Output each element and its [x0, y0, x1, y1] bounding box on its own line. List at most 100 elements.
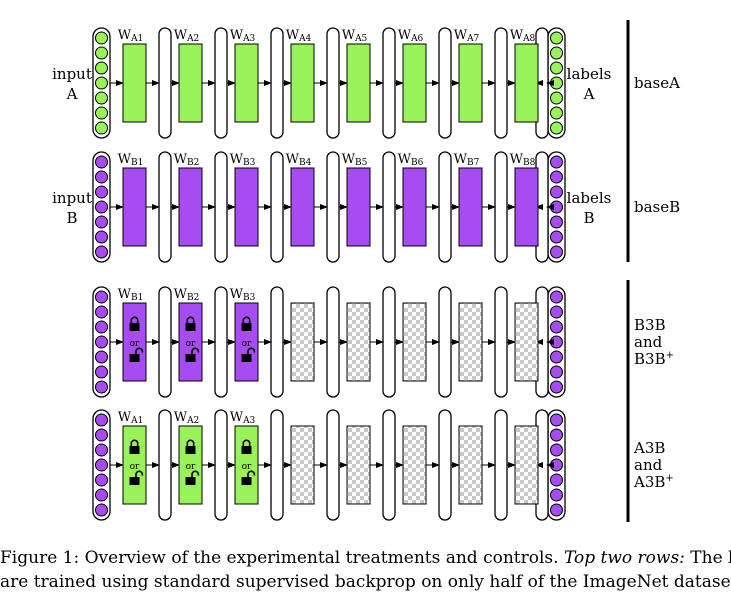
output-column-unit — [550, 428, 563, 442]
lock-open-icon-body — [185, 354, 196, 362]
input-column-unit — [95, 473, 108, 487]
output-column-unit — [550, 458, 563, 472]
input-column-unit — [95, 155, 108, 169]
activation-separator — [494, 409, 508, 521]
side-label: A3B+ — [633, 473, 674, 491]
weight-layer — [514, 43, 539, 123]
weight-label: WB2 — [174, 152, 200, 168]
output-column-unit — [550, 76, 563, 90]
side-label: baseA — [634, 74, 680, 92]
activation-separator — [270, 27, 284, 139]
lock-open-icon-body — [185, 477, 196, 485]
lock-closed-icon-body — [241, 323, 252, 331]
weight-label: WA6 — [398, 28, 424, 44]
output-column-unit — [550, 230, 563, 244]
activation-separator — [326, 286, 340, 398]
input-column-unit — [95, 121, 108, 135]
input-column-unit — [95, 31, 108, 45]
weight-layer — [514, 167, 539, 247]
weight-label: WB3 — [230, 287, 256, 303]
weight-label: WA8 — [510, 28, 536, 44]
lock-closed-icon — [129, 316, 140, 331]
weight-layer — [290, 302, 315, 382]
input-column-unit — [95, 185, 108, 199]
figure-caption-line-1: Figure 1: Overview of the experimental t… — [0, 548, 731, 568]
lock-open-icon-shackle — [135, 470, 144, 477]
lock-open-icon — [185, 470, 200, 485]
activation-separator — [270, 151, 284, 263]
weight-layer — [458, 302, 483, 382]
lock-open-icon — [129, 470, 144, 485]
side-label: baseB — [634, 198, 680, 216]
weight-label: WB4 — [286, 152, 312, 168]
output-column-unit — [550, 106, 563, 120]
lock-closed-icon — [129, 439, 140, 454]
weight-label: WB7 — [454, 152, 480, 168]
output-column-unit — [550, 155, 563, 169]
lock-open-icon-shackle — [247, 470, 256, 477]
output-column-unit — [550, 503, 563, 517]
weight-layer — [458, 167, 483, 247]
or-label: or — [186, 462, 196, 472]
figure-caption-line-2: are trained using standard supervised ba… — [0, 572, 731, 592]
input-column-unit — [95, 230, 108, 244]
input-column-unit — [95, 443, 108, 457]
activation-separator — [438, 27, 452, 139]
activation-separator — [158, 286, 172, 398]
lock-closed-icon-shackle — [186, 316, 195, 323]
weight-label: WB1 — [118, 152, 144, 168]
caption-italic: Top two rows: — [563, 548, 685, 568]
weight-label: WA1 — [118, 28, 144, 44]
output-label: A — [583, 85, 595, 103]
weight-label: WB6 — [398, 152, 424, 168]
caption-text-1b: The base networks — [690, 548, 731, 568]
weight-layer — [178, 302, 203, 382]
weight-label: WB1 — [118, 287, 144, 303]
output-column-unit — [550, 290, 563, 304]
weight-layer — [234, 43, 259, 123]
weight-layer — [458, 425, 483, 505]
weight-layer — [402, 43, 427, 123]
input-column-unit — [95, 46, 108, 60]
lock-open-icon-shackle — [191, 470, 200, 477]
lock-closed-icon-shackle — [130, 439, 139, 446]
weight-layer — [402, 302, 427, 382]
lock-open-icon-shackle — [191, 347, 200, 354]
activation-separator — [438, 151, 452, 263]
input-column-unit — [95, 365, 108, 379]
output-column-unit — [550, 305, 563, 319]
output-column-unit — [550, 488, 563, 502]
input-column-unit — [95, 290, 108, 304]
output-column-unit — [550, 200, 563, 214]
side-label: B3B+ — [634, 350, 674, 368]
caption-text-2: are trained using standard supervised ba… — [0, 572, 731, 592]
output-column-unit — [550, 365, 563, 379]
weight-layer — [290, 167, 315, 247]
activation-separator — [270, 409, 284, 521]
input-column-unit — [95, 76, 108, 90]
input-column-unit — [95, 200, 108, 214]
activation-separator — [326, 409, 340, 521]
weight-label: WB5 — [342, 152, 368, 168]
output-column-unit — [550, 46, 563, 60]
weight-layer — [178, 167, 203, 247]
input-label: B — [66, 209, 77, 227]
lock-open-icon-body — [129, 477, 140, 485]
weight-label: WA3 — [230, 28, 256, 44]
weight-layer — [346, 302, 371, 382]
side-label: B3B — [634, 316, 666, 334]
input-column-unit — [95, 350, 108, 364]
input-column-unit — [95, 458, 108, 472]
side-label: and — [634, 456, 663, 474]
lock-closed-icon — [241, 439, 252, 454]
input-column-unit — [95, 488, 108, 502]
activation-separator — [214, 151, 228, 263]
input-column-unit — [95, 106, 108, 120]
output-label: B — [583, 209, 594, 227]
weight-layer — [290, 425, 315, 505]
input-column-unit — [95, 91, 108, 105]
lock-open-icon-shackle — [247, 347, 256, 354]
lock-closed-icon — [241, 316, 252, 331]
input-column-unit — [95, 380, 108, 394]
